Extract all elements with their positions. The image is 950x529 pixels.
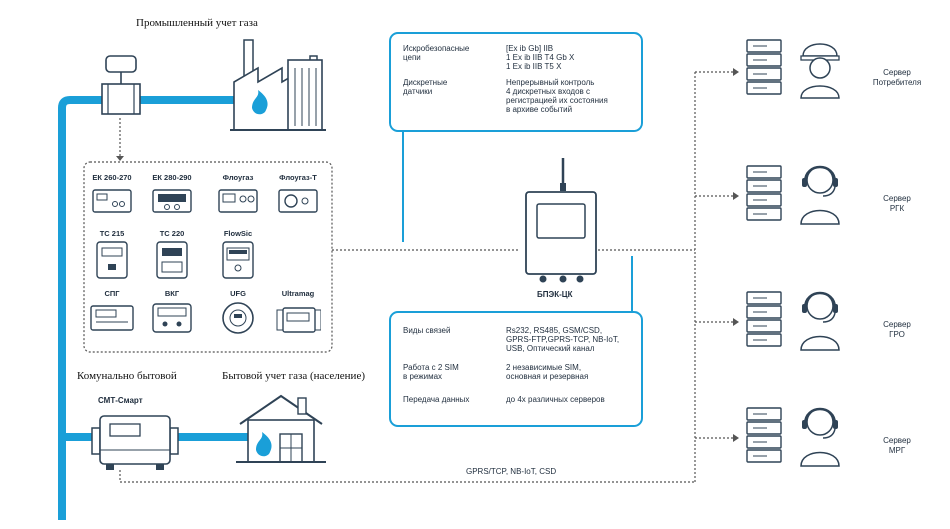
gas-pipe <box>58 96 90 520</box>
device-label: UFG <box>230 289 246 298</box>
comm-value-line: основная и резервная <box>506 372 589 381</box>
device-label: FlowSic <box>223 229 253 238</box>
factory-icon <box>230 39 326 131</box>
spec-value-line: 4 дискретных входов с <box>506 87 591 96</box>
comm-value-line: до 4х различных серверов <box>506 395 605 404</box>
comm-key: Передача данных <box>403 395 469 404</box>
device-label: ЕК 260-270 <box>92 173 132 182</box>
spec-value-line: 1 Ex ib IIB T5 X <box>506 62 562 71</box>
server-label-line: Сервер <box>883 320 911 329</box>
server-rack-icon <box>746 291 782 347</box>
meter-device-icon <box>96 241 128 279</box>
device-label: TC 215 <box>99 229 125 238</box>
spec-key-line: Дискретные <box>403 78 448 87</box>
smt-smart-meter-icon <box>91 415 179 470</box>
link-label: GPRS/TCP, NB-IoT, CSD <box>466 467 557 476</box>
arrow-right-icon <box>733 318 739 326</box>
meter-device-icon <box>218 189 258 213</box>
household-title: Бытовой учет газа (население) <box>222 370 365 382</box>
bottom-info-box <box>389 311 643 427</box>
comm-value: до 4х различных серверов <box>506 395 605 404</box>
device-label: ВКГ <box>164 289 180 298</box>
meter-device-icon <box>152 303 192 333</box>
meter-device-icon <box>222 302 254 334</box>
comm-value-line: Rs232, RS485, GSM/CSD, <box>506 326 603 335</box>
device-label: Флоугаз <box>222 173 254 182</box>
device-label: Ultramag <box>281 289 315 298</box>
server-rack-icon <box>746 39 782 95</box>
bpek-device <box>525 158 597 283</box>
meter-device-icon <box>90 305 134 331</box>
meter-device-icon <box>92 189 132 213</box>
server-label-line: Сервер <box>883 68 911 77</box>
spec-value-line: Непрерывный контроль <box>506 78 595 87</box>
spec-value-line: [Ex ib Gb] IIB <box>506 44 554 53</box>
comm-value-line: 2 независимые SIM, <box>506 363 582 372</box>
arrow-down-icon <box>116 156 124 161</box>
meter-device-icon <box>222 241 254 279</box>
server-rack-icon <box>746 407 782 463</box>
meter-device-icon <box>278 189 318 213</box>
operator-headset-icon <box>800 407 840 467</box>
comm-value: 2 независимые SIM,основная и резервная <box>506 363 588 381</box>
server-rack-icon <box>746 165 782 221</box>
server-label-line: Сервер <box>883 194 911 203</box>
spec-value-line: 1 Ex ib IIB T4 Gb X <box>506 53 575 62</box>
device-label: TC 220 <box>159 229 185 238</box>
operator-headset-icon <box>800 291 840 351</box>
flow-meter-icon <box>101 55 141 115</box>
top-info-box <box>389 32 643 132</box>
server-label-line: РГК <box>889 204 905 213</box>
communal-title: Комунально бытовой <box>77 370 177 382</box>
bpek-label: БПЭК-ЦК <box>537 290 573 299</box>
operator-headset-icon <box>800 165 840 225</box>
comm-value: Rs232, RS485, GSM/CSD,GPRS-FTP,GPRS-TCP,… <box>506 326 619 353</box>
arrow-right-icon <box>733 434 739 442</box>
comm-key-line: Передача данных <box>403 395 470 404</box>
meter-device-icon <box>156 241 188 279</box>
smt-label: СМТ-Смарт <box>98 396 143 405</box>
worker-helmet-icon <box>800 43 840 99</box>
devices-frame <box>83 161 333 353</box>
arrow-right-icon <box>733 192 739 200</box>
comm-key-line: Виды связей <box>403 326 451 335</box>
device-label: Флоугаз-Т <box>279 173 317 182</box>
device-label: ЕК 280-290 <box>152 173 192 182</box>
server-label-line: Потребителя <box>872 78 922 87</box>
server-label-line: ГРО <box>889 330 905 339</box>
meter-device-icon <box>276 307 321 333</box>
house-icon <box>236 394 326 463</box>
arrow-right-icon <box>733 68 739 76</box>
comm-key-line: в режимах <box>403 372 443 381</box>
spec-key-line: датчики <box>403 87 433 96</box>
comm-value-line: GPRS-FTP,GPRS-TCP, NB-IoT, <box>506 335 620 344</box>
spec-key-line: Искробезопасные <box>403 44 470 53</box>
comm-key: Виды связей <box>403 326 450 335</box>
comm-key-line: Работа с 2 SIM <box>403 363 459 372</box>
server-label-line: МРГ <box>888 446 906 455</box>
spec-value-line: в архиве событий <box>506 105 573 114</box>
meter-device-icon <box>152 189 192 213</box>
spec-key-line: цепи <box>403 53 421 62</box>
comm-value-line: USB, Оптический канал <box>506 344 595 353</box>
device-label: СПГ <box>104 289 120 298</box>
spec-value-line: регистрацией их состояния <box>506 96 608 105</box>
server-label-line: Сервер <box>883 436 911 445</box>
industrial-title: Промышленный учет газа <box>136 17 258 29</box>
